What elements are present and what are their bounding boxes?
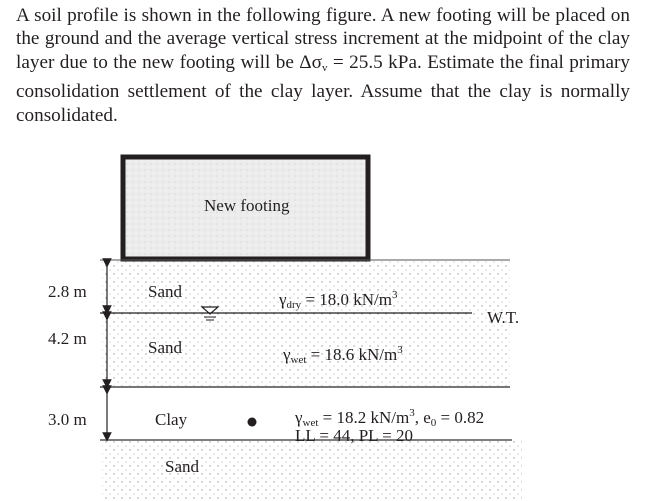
layer-name-4: Sand [165,457,199,476]
thickness-label-1: 2.8 m [48,282,87,301]
layer-name-3: Clay [155,410,188,429]
problem-text-part1: A soil profile is shown in the following… [16,5,630,73]
water-table-icon [200,306,220,321]
gamma-subscript: dry [286,299,302,311]
void-ratio-value: = 0.82 [436,408,485,427]
unit-superscript: 3 [409,407,415,419]
new-footing [120,154,371,262]
unit-superscript: 3 [392,289,398,301]
thickness-label-3: 3.0 m [48,410,87,429]
sand-layer-bottom [102,441,522,499]
gamma-subscript: wet [302,417,319,429]
sand-layer-2 [102,313,510,387]
layer-props-3: γwet = 18.2 kN/m3, e0 = 0.82 [295,403,484,433]
water-table-label: W.T. [487,308,520,327]
layer-props-2: γwet = 18.6 kN/m3 [283,340,403,370]
footing-label: New footing [204,196,290,215]
layer-props-1: γdry = 18.0 kN/m3 [279,285,398,315]
gamma-value: = 18.0 kN/m [301,290,392,309]
atterberg-limits: LL = 44, PL = 20 [295,426,414,445]
problem-text-part2: = 25.5 kPa. Estimate the final primary c… [16,51,630,126]
problem-statement: A soil profile is shown in the following… [16,4,630,127]
layer-name-1: Sand [148,282,182,301]
thickness-label-2: 4.2 m [48,329,87,348]
gamma-symbol: γ [295,408,303,427]
void-ratio-subscript: 0 [430,417,437,429]
layer-name-2: Sand [148,338,182,357]
clay-midpoint-icon [247,417,257,427]
sand-layer-1 [102,260,510,313]
gamma-value: = 18.6 kN/m [306,345,398,364]
void-ratio-symbol: , e [414,408,431,427]
gamma-symbol: γ [283,345,291,364]
gamma-subscript: wet [290,354,307,366]
unit-superscript: 3 [397,344,403,356]
sigma-subscript: v [321,61,328,74]
gamma-symbol: γ [279,290,287,309]
gamma-value: = 18.2 kN/m [318,408,410,427]
